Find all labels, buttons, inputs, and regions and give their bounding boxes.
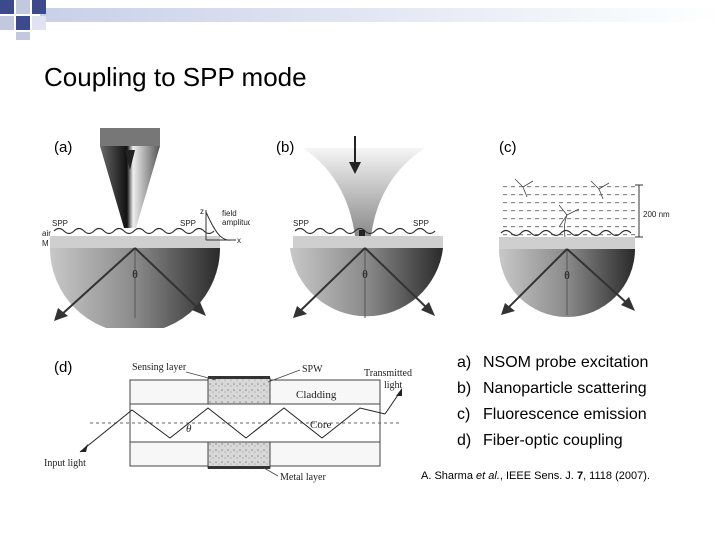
panel-a-diagram: θ SPP SPP air M z x field amplitude: [42, 128, 250, 328]
citation-rest: , 1118 (2007).: [583, 470, 650, 482]
amplitude-label: amplitude: [222, 218, 250, 227]
panel-b-label: (b): [276, 139, 295, 156]
metal-film: [293, 236, 443, 248]
down-arrow-icon: [125, 150, 135, 170]
thickness-label: 200 nm: [643, 210, 670, 219]
list-item: b) Nanoparticle scattering: [457, 376, 648, 402]
list-item: d) Fiber-optic coupling: [457, 428, 648, 454]
citation-journal: , IEEE Sens. J.: [499, 470, 577, 482]
metal-film: [50, 236, 220, 248]
field-label: field: [222, 209, 237, 218]
transmitted-arrow-icon: [396, 388, 402, 396]
list-item: c) Fluorescence emission: [457, 402, 648, 428]
citation: A. Sharma et al., IEEE Sens. J. 7, 1118 …: [421, 470, 650, 482]
emitter-icon: [514, 178, 610, 228]
list-item-letter: c): [457, 406, 471, 423]
method-list: a) NSOM probe excitation b) Nanoparticle…: [457, 350, 648, 454]
list-item-letter: b): [457, 380, 472, 397]
spp-left-label: SPP: [52, 219, 68, 228]
nanoparticle: [359, 230, 365, 236]
list-item-text: Fiber-optic coupling: [483, 432, 623, 449]
transmitted-label-1: Transmitted: [364, 368, 412, 379]
list-item-letter: a): [457, 354, 472, 371]
fluorophore-layer: [499, 185, 635, 237]
metal-layer-top: [208, 376, 270, 379]
light-ray-left: [59, 247, 136, 317]
panel-c-diagram: 200 nm θ: [499, 178, 670, 317]
metal-layer-label: Metal layer: [280, 472, 326, 483]
input-arrow-icon: [80, 444, 88, 452]
list-item-text: Fluorescence emission: [483, 406, 647, 423]
spp-right-label: SPP: [180, 219, 196, 228]
sensing-layer: [207, 377, 271, 407]
input-light-label: Input light: [44, 458, 86, 469]
theta-label: θ: [362, 267, 368, 281]
citation-volume: 7: [576, 470, 584, 482]
down-arrow-icon: [349, 162, 361, 174]
nsom-tip: [100, 146, 160, 228]
panel-a-label: (a): [54, 139, 73, 156]
transmitted-label-2: light: [384, 380, 403, 391]
list-item-text: Nanoparticle scattering: [483, 380, 647, 397]
metal-film: [499, 237, 635, 249]
spp-wave: [53, 227, 215, 235]
theta-label: θ: [132, 267, 138, 281]
spp-wave: [500, 229, 632, 237]
panel-b-diagram: θ SPP SPP: [290, 136, 443, 318]
spp-left-label: SPP: [293, 219, 309, 228]
metal-label: M: [42, 239, 49, 248]
citation-authors: A. Sharma: [421, 470, 477, 482]
light-path: [79, 407, 386, 453]
light-ray-right: [134, 247, 201, 311]
spw-label: SPW: [302, 364, 323, 375]
theta-label: θ: [186, 423, 192, 435]
list-item-letter: d): [457, 432, 472, 449]
corner-decoration: [0, 0, 720, 40]
z-axis-label: z: [200, 207, 204, 216]
slide-title: Coupling to SPP mode: [44, 62, 307, 92]
sensing-layer-label: Sensing layer: [132, 362, 187, 373]
citation-etal: et al.: [476, 470, 500, 482]
focused-beam: [303, 148, 425, 236]
core-label: Core: [310, 419, 332, 431]
list-item-text: NSOM probe excitation: [483, 354, 649, 371]
prism: [290, 248, 443, 317]
panel-d-label: (d): [54, 359, 73, 376]
list-item: a) NSOM probe excitation: [457, 350, 648, 376]
panel-c-label: (c): [499, 139, 517, 156]
air-label: air: [42, 229, 51, 238]
panel-d-diagram: Sensing layer SPW Transmitted light Clad…: [44, 362, 412, 483]
x-axis-label: x: [237, 236, 241, 245]
spp-right-label: SPP: [413, 219, 429, 228]
theta-label: θ: [564, 268, 570, 282]
sensing-layer-bottom: [207, 441, 271, 469]
metal-layer-bottom: [208, 466, 270, 469]
probe-body: [100, 128, 160, 146]
cladding-label: Cladding: [296, 389, 337, 401]
